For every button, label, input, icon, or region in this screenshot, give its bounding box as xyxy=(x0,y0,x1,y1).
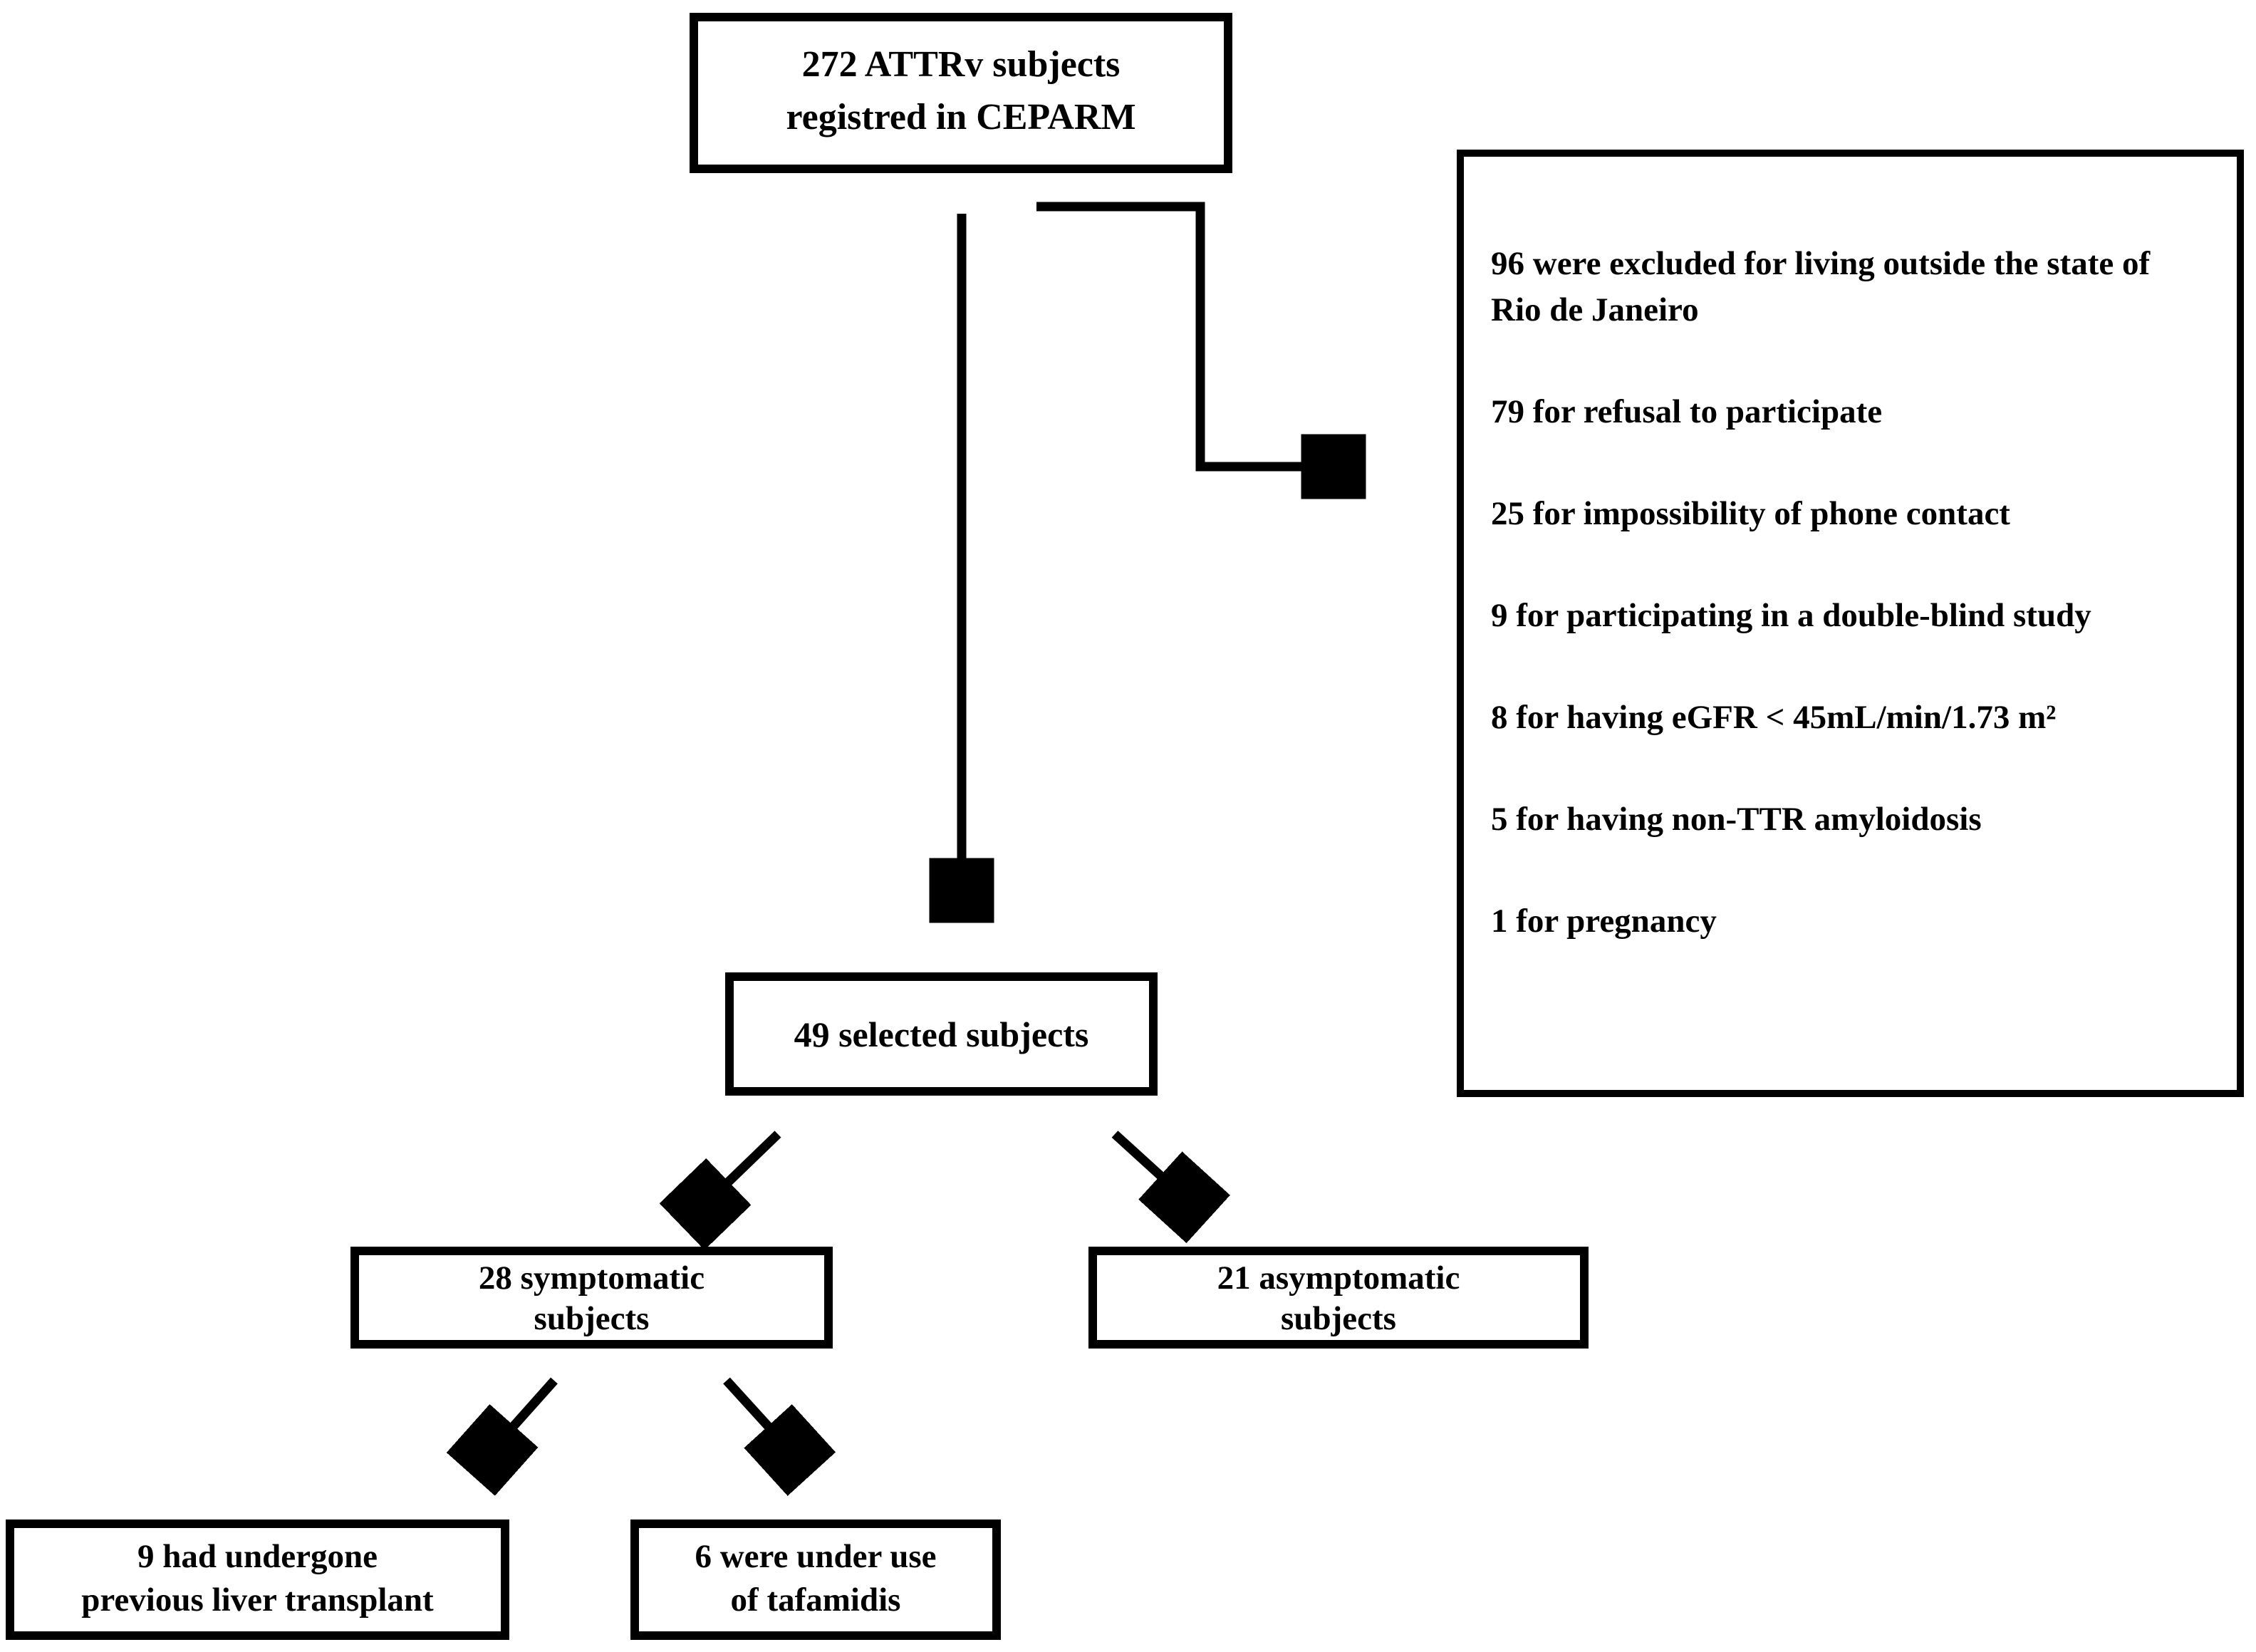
exclusion-reason: 1 for pregnancy xyxy=(1491,903,1717,940)
registered-line-2: registred in CEPARM xyxy=(786,97,1136,137)
exclusion-reason: 8 for having eGFR < 45mL/min/1.73 m² xyxy=(1491,699,2057,736)
arrow-selected-to-symptomatic xyxy=(696,1131,781,1213)
arrow-selected-to-asymptomatic xyxy=(1111,1131,1194,1206)
arrow-symptomatic-to-tafamidis xyxy=(723,1377,799,1460)
transplant-line-1: 9 had undergone xyxy=(137,1538,378,1575)
exclusion-reason: 25 for impossibility of phone contact xyxy=(1491,495,2010,532)
asymptomatic-line-2: subjects xyxy=(1281,1300,1396,1337)
symptomatic-subjects-box: 28 symptomatic subjects xyxy=(350,1247,833,1349)
arrow-registered-to-excluded xyxy=(1036,202,1346,467)
liver-transplant-box: 9 had undergone previous liver transplan… xyxy=(6,1519,509,1640)
exclusion-reason: 9 for participating in a double-blind st… xyxy=(1491,597,2091,634)
exclusion-reasons-box: 96 were excluded for living outside the … xyxy=(1457,150,2244,1097)
arrow-symptomatic-to-transplant xyxy=(484,1377,558,1460)
tafamidis-line-2: of tafamidis xyxy=(730,1581,901,1619)
selected-line-1: 49 selected subjects xyxy=(794,1014,1089,1054)
tafamidis-line-1: 6 were under use xyxy=(695,1538,937,1575)
tafamidis-box: 6 were under use of tafamidis xyxy=(630,1519,1001,1640)
registered-subjects-box: 272 ATTRv subjects registred in CEPARM xyxy=(690,13,1232,173)
exclusion-reason: 79 for refusal to participate xyxy=(1491,393,1883,430)
asymptomatic-line-1: 21 asymptomatic xyxy=(1217,1259,1460,1297)
transplant-line-2: previous liver transplant xyxy=(81,1581,434,1619)
symptomatic-line-1: 28 symptomatic xyxy=(478,1259,705,1297)
registered-line-1: 272 ATTRv subjects xyxy=(801,44,1121,85)
selected-subjects-box: 49 selected subjects xyxy=(725,972,1158,1096)
asymptomatic-subjects-box: 21 asymptomatic subjects xyxy=(1088,1247,1589,1349)
exclusion-reason: 5 for having non-TTR amyloidosis xyxy=(1491,801,1982,838)
symptomatic-line-2: subjects xyxy=(534,1300,650,1337)
exclusion-reason: 96 were excluded for living outside the … xyxy=(1491,245,2151,328)
